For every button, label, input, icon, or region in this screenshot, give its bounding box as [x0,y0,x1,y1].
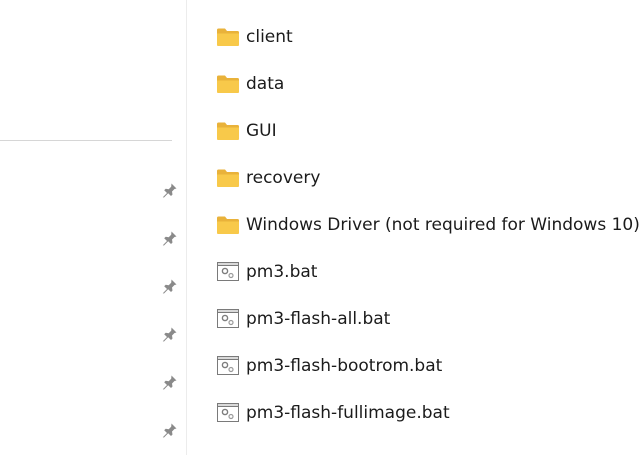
batch-file-icon [216,401,240,425]
folder-icon [216,166,240,190]
navigation-pane [0,0,187,455]
list-item[interactable]: pm3-flash-all.bat [187,299,612,339]
file-name: pm3-flash-bootrom.bat [246,356,443,376]
list-item[interactable]: Windows Driver (not required for Windows… [187,205,640,245]
list-item[interactable]: data [187,64,612,104]
list-item[interactable]: pm3-flash-fullimage.bat [187,393,612,433]
file-name: pm3.bat [246,262,318,282]
file-name: client [246,27,293,47]
file-name: recovery [246,168,321,188]
file-name: pm3-flash-all.bat [246,309,391,329]
pin-icon[interactable] [161,421,179,439]
file-name: data [246,74,285,94]
file-list: client data GUI recovery Windows Driver [187,0,640,455]
pin-icon[interactable] [161,229,179,247]
batch-file-icon [216,307,240,331]
list-item[interactable]: pm3.bat [187,252,612,292]
list-item[interactable]: recovery [187,158,612,198]
folder-icon [216,25,240,49]
list-item[interactable]: client [187,17,612,57]
batch-file-icon [216,260,240,284]
pin-icon[interactable] [161,277,179,295]
file-name: pm3-flash-fullimage.bat [246,403,450,423]
folder-icon [216,213,240,237]
file-name: Windows Driver (not required for Windows… [246,215,640,235]
batch-file-icon [216,354,240,378]
pin-icon[interactable] [161,325,179,343]
file-name: GUI [246,121,277,141]
nav-divider [0,140,172,141]
pin-icon[interactable] [161,181,179,199]
list-item[interactable]: GUI [187,111,612,151]
pin-icon[interactable] [161,373,179,391]
folder-icon [216,119,240,143]
list-item[interactable]: pm3-flash-bootrom.bat [187,346,612,386]
folder-icon [216,72,240,96]
